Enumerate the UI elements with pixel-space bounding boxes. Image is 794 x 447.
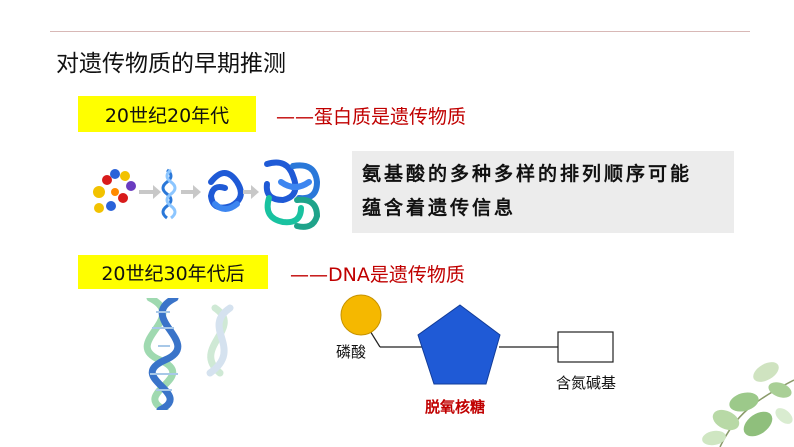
top-divider [50, 31, 750, 32]
era-tag-1920s: 20世纪20年代 [78, 96, 256, 132]
quaternary-protein-icon [267, 163, 317, 227]
amino-acid-note: 氨基酸的多种多样的排列顺序可能 蕴含着遗传信息 [352, 151, 734, 233]
arrow-icon [139, 185, 161, 199]
leaf-decoration [700, 320, 794, 447]
arrow-icon [243, 185, 259, 199]
dna-hypothesis: ——DNA是遗传物质 [290, 260, 465, 287]
nitrogenous-base-label: 含氮碱基 [556, 372, 616, 393]
base-rectangle [558, 332, 613, 362]
note-line-1: 氨基酸的多种多样的排列顺序可能 [362, 157, 724, 191]
dna-double-helix-image [120, 298, 250, 410]
deoxyribose-pentagon [418, 305, 500, 384]
deoxyribose-label: 脱氧核糖 [425, 396, 485, 417]
slide-title: 对遗传物质的早期推测 [56, 44, 286, 78]
phosphate-label: 磷酸 [336, 341, 366, 362]
phosphate-circle [341, 295, 381, 335]
protein-folding-illustration [85, 152, 330, 232]
helix-icon [163, 170, 175, 218]
amino-acid-chain-icon [93, 169, 136, 213]
protein-hypothesis: ——蛋白质是遗传物质 [276, 102, 466, 129]
folded-protein-icon [211, 173, 241, 209]
era-tag-1930s: 20世纪30年代后 [78, 255, 268, 289]
arrow-icon [181, 185, 201, 199]
note-line-2: 蕴含着遗传信息 [362, 191, 724, 225]
